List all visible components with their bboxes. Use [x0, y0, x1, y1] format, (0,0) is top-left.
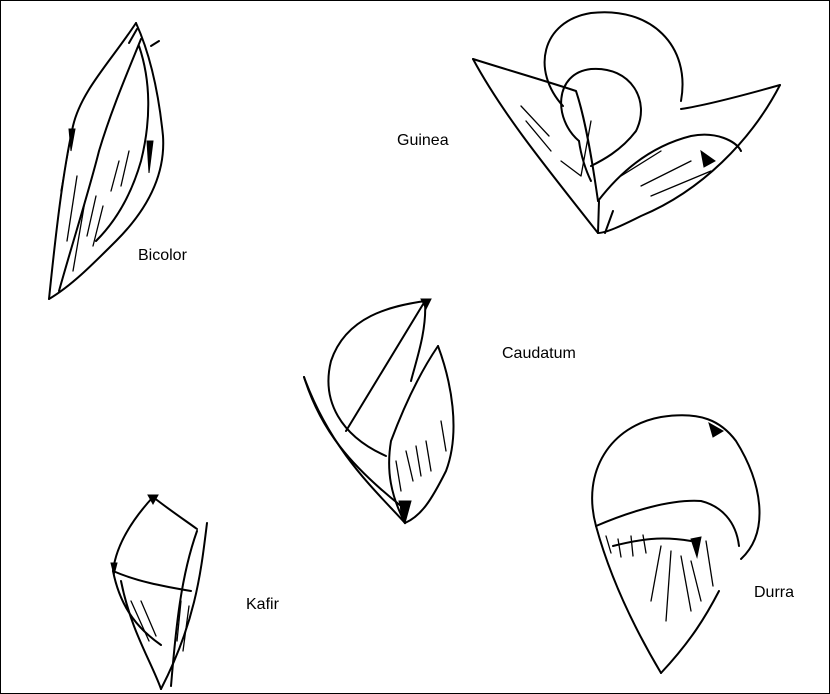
label-guinea: Guinea	[397, 132, 449, 150]
label-kafir: Kafir	[246, 596, 279, 614]
guinea-grain-icon	[473, 12, 780, 233]
label-caudatum: Caudatum	[502, 345, 576, 363]
durra-grain-icon	[592, 415, 759, 673]
label-durra: Durra	[754, 584, 794, 602]
kafir-grain-icon	[111, 495, 207, 689]
caudatum-grain-icon	[304, 299, 454, 523]
label-bicolor: Bicolor	[138, 247, 187, 265]
